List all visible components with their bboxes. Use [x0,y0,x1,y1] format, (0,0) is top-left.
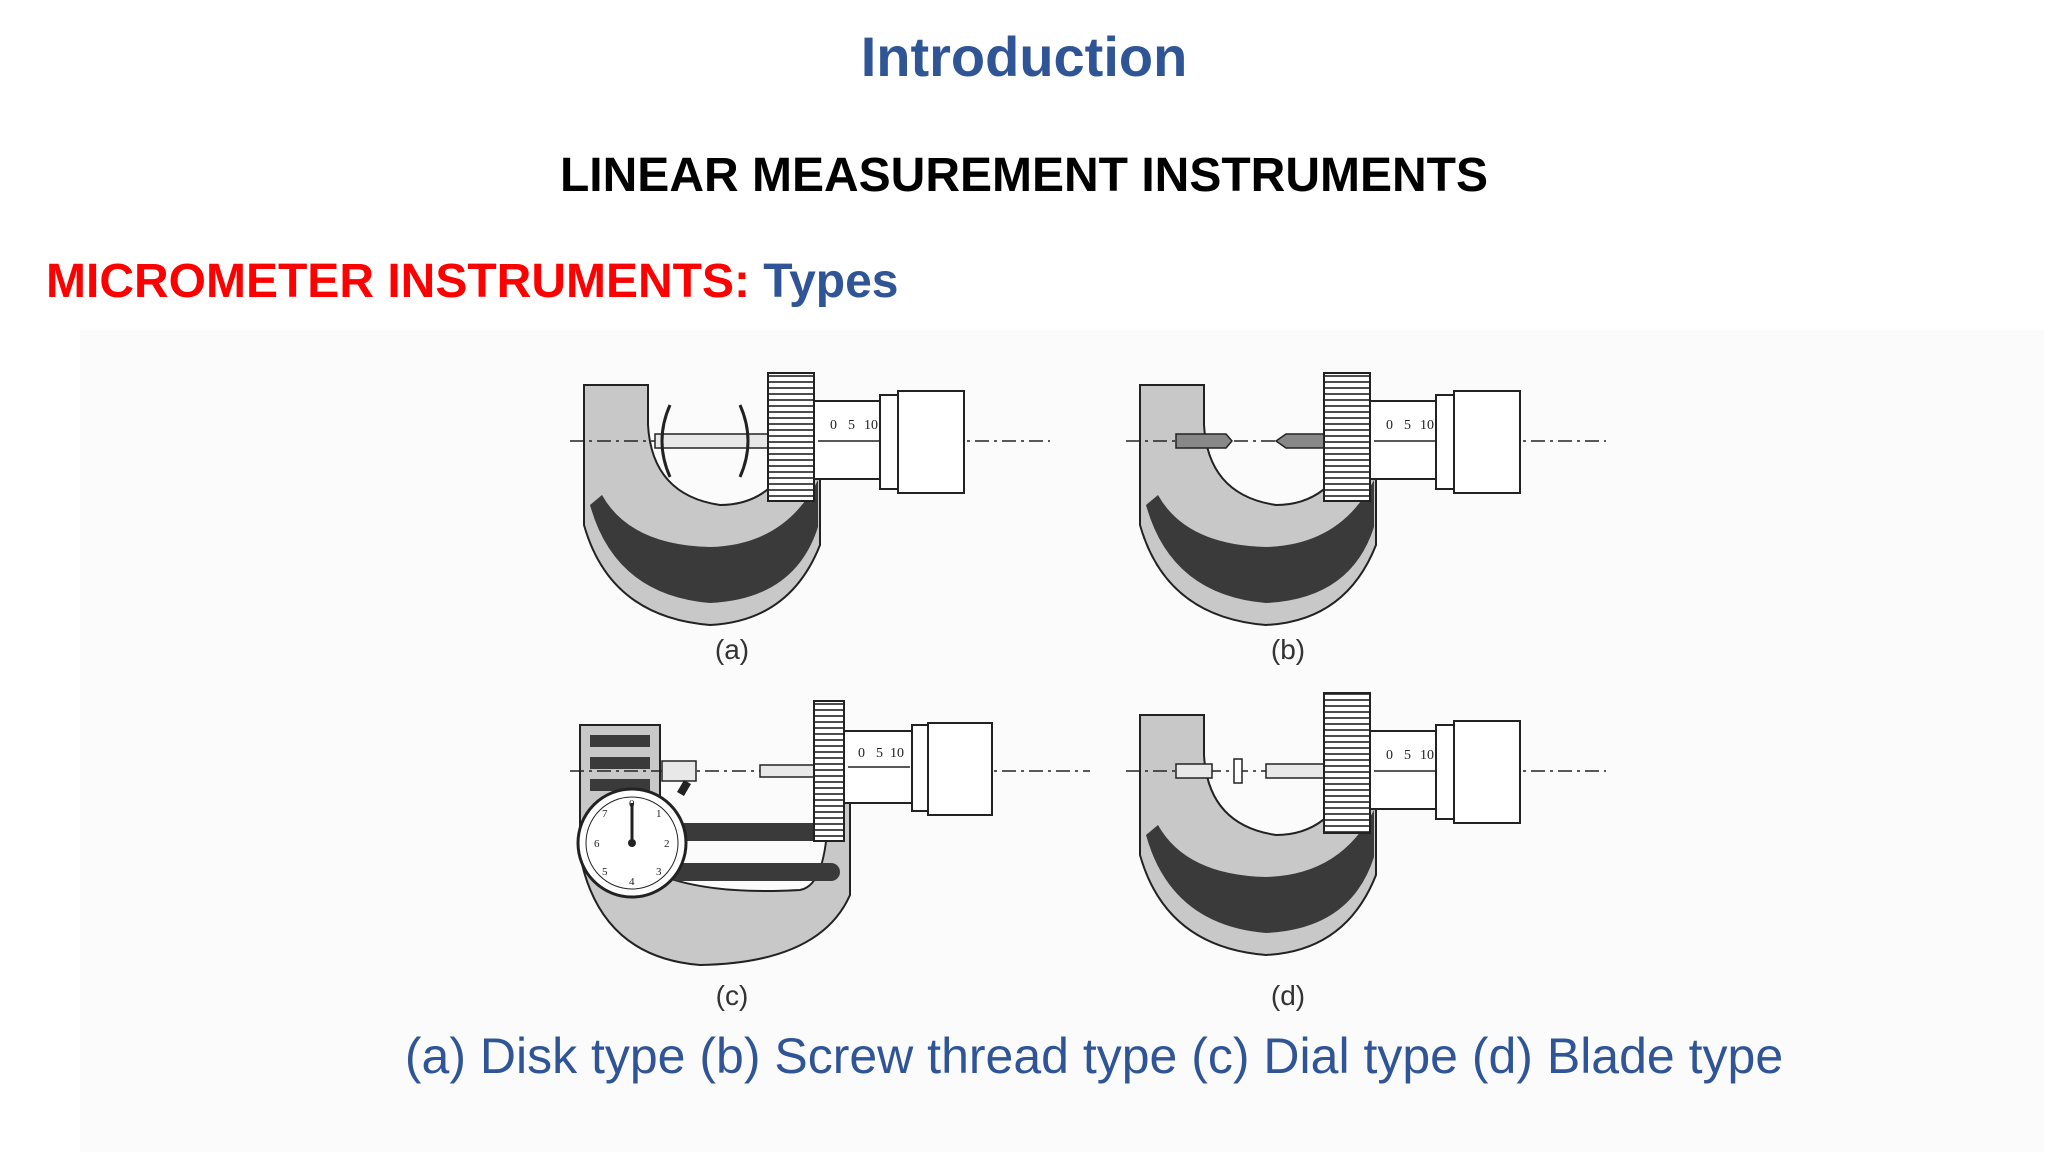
section-heading: MICROMETER INSTRUMENTS: Types [46,252,898,312]
svg-text:4: 4 [629,876,635,888]
slide-title: Introduction [860,25,1188,88]
section-heading-types: Types [749,255,899,308]
section-heading-highlight: MICROMETER INSTRUMENTS: [46,255,750,308]
svg-text:10: 10 [890,746,904,761]
svg-text:0: 0 [1386,418,1393,433]
figure-label-a: (a) [714,634,750,665]
svg-text:1: 1 [656,808,662,820]
svg-text:2: 2 [664,838,670,850]
micrometer-screw-thread-type: 0 5 10 [1126,372,1606,627]
content-panel [80,330,2044,1152]
micrometer-figure: 0 5 10 0 5 10 [560,355,1620,1035]
svg-text:5: 5 [602,866,608,878]
figure-label-c: (c) [715,980,749,1011]
svg-text:5: 5 [1404,748,1411,763]
micrometer-blade-type: 0 5 10 [1126,692,1606,957]
svg-text:10: 10 [1420,748,1434,763]
svg-text:3: 3 [656,866,662,878]
svg-text:0: 0 [830,418,837,433]
figure-caption: (a) Disk type (b) Screw thread type (c) … [404,1028,1784,1084]
slide-subtitle: LINEAR MEASUREMENT INSTRUMENTS [559,149,1488,202]
svg-text:5: 5 [848,418,855,433]
svg-text:6: 6 [594,838,600,850]
svg-text:5: 5 [876,746,883,761]
svg-text:10: 10 [1420,418,1434,433]
svg-text:7: 7 [602,808,608,820]
micrometer-disk-type: 0 5 10 [570,372,1050,627]
figure-label-d: (d) [1270,980,1306,1011]
micrometer-figure-svg: 0 5 10 0 5 10 [570,372,1606,967]
svg-text:5: 5 [1404,418,1411,433]
svg-text:10: 10 [864,418,878,433]
svg-text:0: 0 [1386,748,1393,763]
svg-text:0: 0 [858,746,865,761]
figure-label-b: (b) [1270,634,1306,665]
svg-text:0: 0 [629,798,635,810]
micrometer-dial-type: 0 1 2 3 4 5 6 7 0 5 10 [570,700,1090,967]
